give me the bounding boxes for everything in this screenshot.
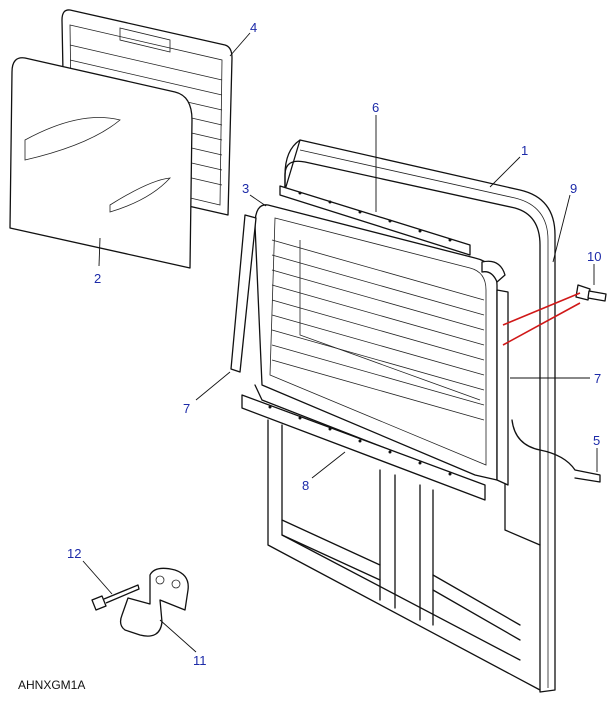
diagram-reference-code: AHNXGM1A <box>18 678 85 692</box>
callout-7-left: 7 <box>183 401 190 416</box>
callout-9: 9 <box>570 181 577 196</box>
callout-11: 11 <box>193 653 207 668</box>
callout-1: 1 <box>521 143 528 158</box>
part-10-bolt <box>575 284 607 302</box>
callout-8: 8 <box>302 478 309 493</box>
part-11-bracket <box>119 567 189 637</box>
part-5-harness <box>511 419 601 483</box>
part-1-door-frame <box>267 139 556 693</box>
callout-5: 5 <box>593 433 600 448</box>
bracket-hole <box>155 575 165 585</box>
fixing-indicator-line <box>502 292 581 326</box>
callout-2: 2 <box>94 271 101 286</box>
part-12-screw <box>91 584 140 611</box>
part-8-bottom-retainer-strip <box>241 394 486 501</box>
callout-4: 4 <box>250 20 257 35</box>
part-9-corner-seal <box>481 260 506 283</box>
callout-7-right: 7 <box>594 371 601 386</box>
callout-12: 12 <box>67 546 81 561</box>
part-6-top-retainer-strip <box>279 185 471 256</box>
part-2-glass <box>9 57 193 269</box>
bracket-hole <box>171 579 181 589</box>
callout-10: 10 <box>587 249 601 264</box>
leader-lines <box>82 32 598 653</box>
callout-3: 3 <box>242 181 249 196</box>
part-7-side-retainer-strips <box>230 214 509 486</box>
callout-6: 6 <box>372 100 379 115</box>
fixing-indicator-line <box>502 302 581 346</box>
